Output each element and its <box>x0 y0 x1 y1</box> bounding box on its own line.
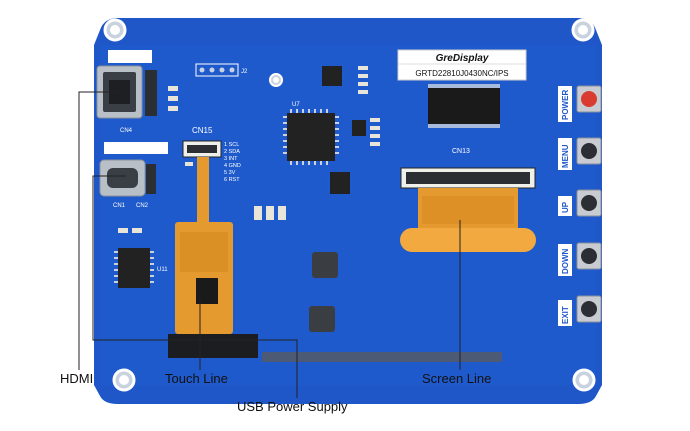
usb-touch-silk-box <box>104 142 168 154</box>
usb-c-connector <box>99 159 156 197</box>
pin-label: 2 SDA <box>224 149 240 155</box>
j2-header <box>195 63 239 77</box>
usb-touch-silk-label: USB For Touch <box>106 144 164 153</box>
label-plate <box>397 49 527 81</box>
u7-label: U7 <box>292 102 300 108</box>
hdmi-callout: HDMI <box>60 371 94 386</box>
button-column <box>576 85 602 323</box>
display-edge <box>168 334 258 358</box>
button-labels: POWER MENU UP DOWN EXIT <box>558 86 572 326</box>
touch-flex-cable <box>175 157 233 334</box>
exit-button-label: EXIT <box>561 306 570 324</box>
resistor-array <box>254 66 380 220</box>
cn1-label: CN1 <box>113 203 126 209</box>
u11-label: U11 <box>157 267 168 273</box>
j2-label: J2 <box>241 69 248 75</box>
down-button-label: DOWN <box>561 248 570 274</box>
pin-label: 3 INT <box>224 156 238 162</box>
screen-flex-cable <box>400 188 536 252</box>
label-model: GRTD22810J0430NC/IPS <box>415 69 508 78</box>
pin-label: 4 GND <box>224 163 241 169</box>
upper-ics <box>322 66 366 194</box>
u7-main-chip <box>283 109 339 165</box>
screen-fpc-connector <box>400 167 536 189</box>
display-edge-strip <box>262 352 502 362</box>
touch-fpc-connector <box>182 140 222 158</box>
usb-power-leader <box>92 175 298 398</box>
label-brand: GreDisplay <box>436 53 489 64</box>
callout-lines <box>78 91 461 398</box>
screen-line-callout: Screen Line <box>422 371 492 386</box>
touch-line-callout: Touch Line <box>165 371 228 386</box>
hdmi-leader-line <box>78 91 120 370</box>
cn2-label: CN2 <box>136 203 149 209</box>
pin-label: 6 RST <box>224 177 240 183</box>
mounting-holes <box>103 18 596 392</box>
power-button-label: POWER <box>561 90 570 120</box>
touch-pin-labels: 1 SCL 2 SDA 3 INT 4 GND 5 3V 6 RST <box>224 142 241 183</box>
cn4-label: CN4 <box>120 128 133 134</box>
smd-components-left <box>118 86 193 233</box>
inductors <box>309 252 338 332</box>
hdmi-silk-label: HDMI <box>112 52 138 63</box>
cn13-label: CN13 <box>452 148 470 155</box>
u11-chip <box>114 248 154 288</box>
display-driver-chip <box>428 84 500 128</box>
up-button-label: UP <box>561 201 570 213</box>
cn15-label: CN15 <box>192 126 213 135</box>
menu-button-label: MENU <box>561 144 570 168</box>
pin-label: 1 SCL <box>224 142 239 148</box>
pin-label: 5 3V <box>224 170 236 176</box>
usb-power-callout: USB Power Supply <box>237 399 348 414</box>
hdmi-silk-box <box>108 50 152 63</box>
